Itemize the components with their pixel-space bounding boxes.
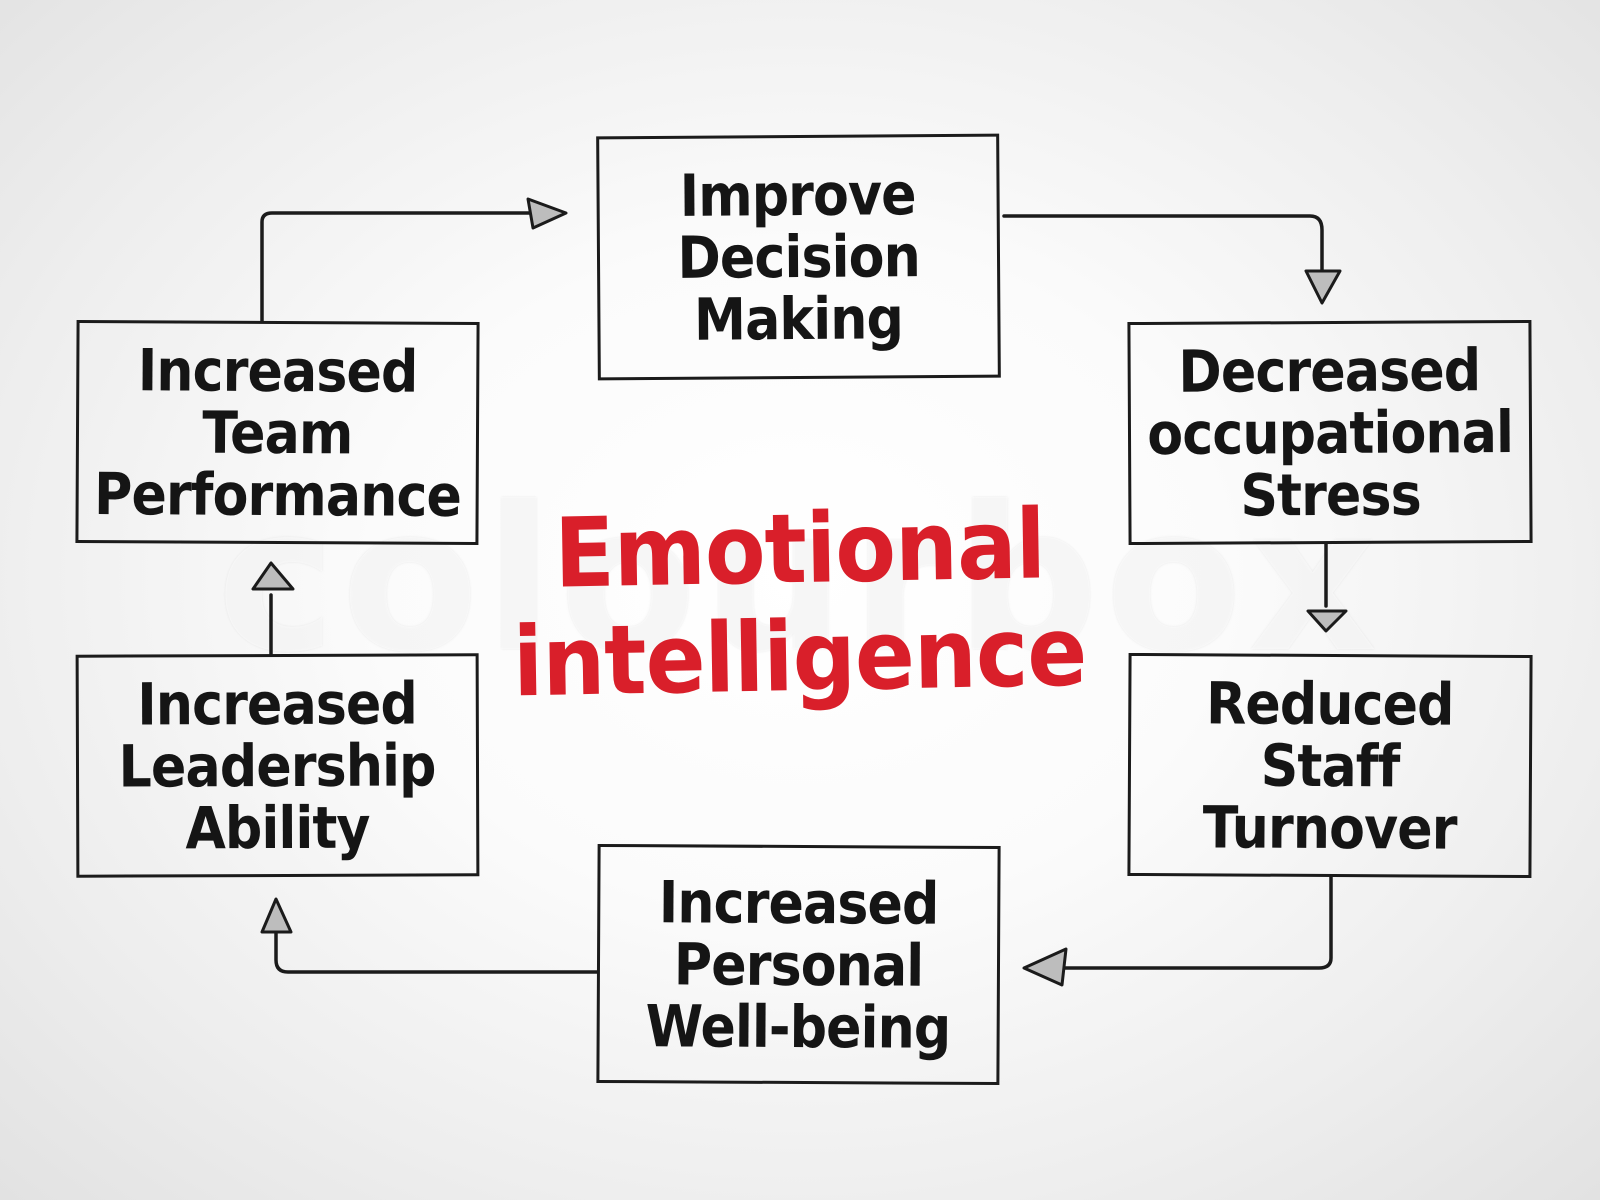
- arrowhead-down-icon: [1306, 609, 1348, 633]
- node-label-line: Ability: [185, 793, 370, 862]
- central-topic: Emotional intelligence: [480, 468, 1120, 738]
- node-label-line: Performance: [93, 459, 461, 530]
- node-label-line: Improve: [679, 160, 917, 230]
- node-label-line: Personal: [673, 929, 924, 1000]
- node-label-line: Increased: [137, 335, 418, 406]
- arrowhead-down-icon: [1304, 269, 1342, 305]
- node-label-line: Decision: [677, 222, 920, 292]
- node-label-line: Decreased: [1178, 335, 1481, 406]
- node-label-line: Well-being: [645, 991, 951, 1062]
- node-label-line: occupational: [1146, 397, 1514, 468]
- central-topic-line-1: Emotional: [553, 488, 1047, 610]
- connector-turnover-to-wellbeing: [1058, 875, 1333, 970]
- connector-team-to-improve: [260, 211, 532, 323]
- node-decreased-occupational-stress: Decreased occupational Stress: [1127, 319, 1533, 546]
- node-increased-leadership-ability: Increased Leadership Ability: [75, 653, 480, 878]
- node-label-line: Turnover: [1202, 792, 1457, 863]
- arrowhead-right-icon: [526, 197, 568, 230]
- node-label-line: Reduced: [1206, 668, 1455, 739]
- node-label-line: Staff: [1260, 731, 1400, 800]
- node-label-line: Making: [694, 284, 904, 354]
- node-label-line: Stress: [1239, 460, 1421, 529]
- node-reduced-staff-turnover: Reduced Staff Turnover: [1127, 652, 1533, 879]
- node-label-line: Leadership: [118, 730, 437, 801]
- arrowhead-up-icon: [260, 897, 293, 934]
- node-increased-team-performance: Increased Team Performance: [75, 319, 480, 546]
- connector-improve-to-stress: [1002, 214, 1324, 278]
- arrowhead-left-icon: [1022, 947, 1068, 987]
- node-label-line: Increased: [658, 867, 939, 938]
- node-label-line: Team: [202, 398, 353, 467]
- arrowhead-up-icon: [251, 561, 295, 591]
- node-label-line: Increased: [137, 669, 418, 738]
- central-topic-line-2: intelligence: [512, 595, 1088, 719]
- node-improve-decision-making: Improve Decision Making: [596, 133, 1001, 381]
- node-increased-personal-well-being: Increased Personal Well-being: [596, 843, 1001, 1086]
- connector-wellbeing-to-leadership: [274, 924, 599, 974]
